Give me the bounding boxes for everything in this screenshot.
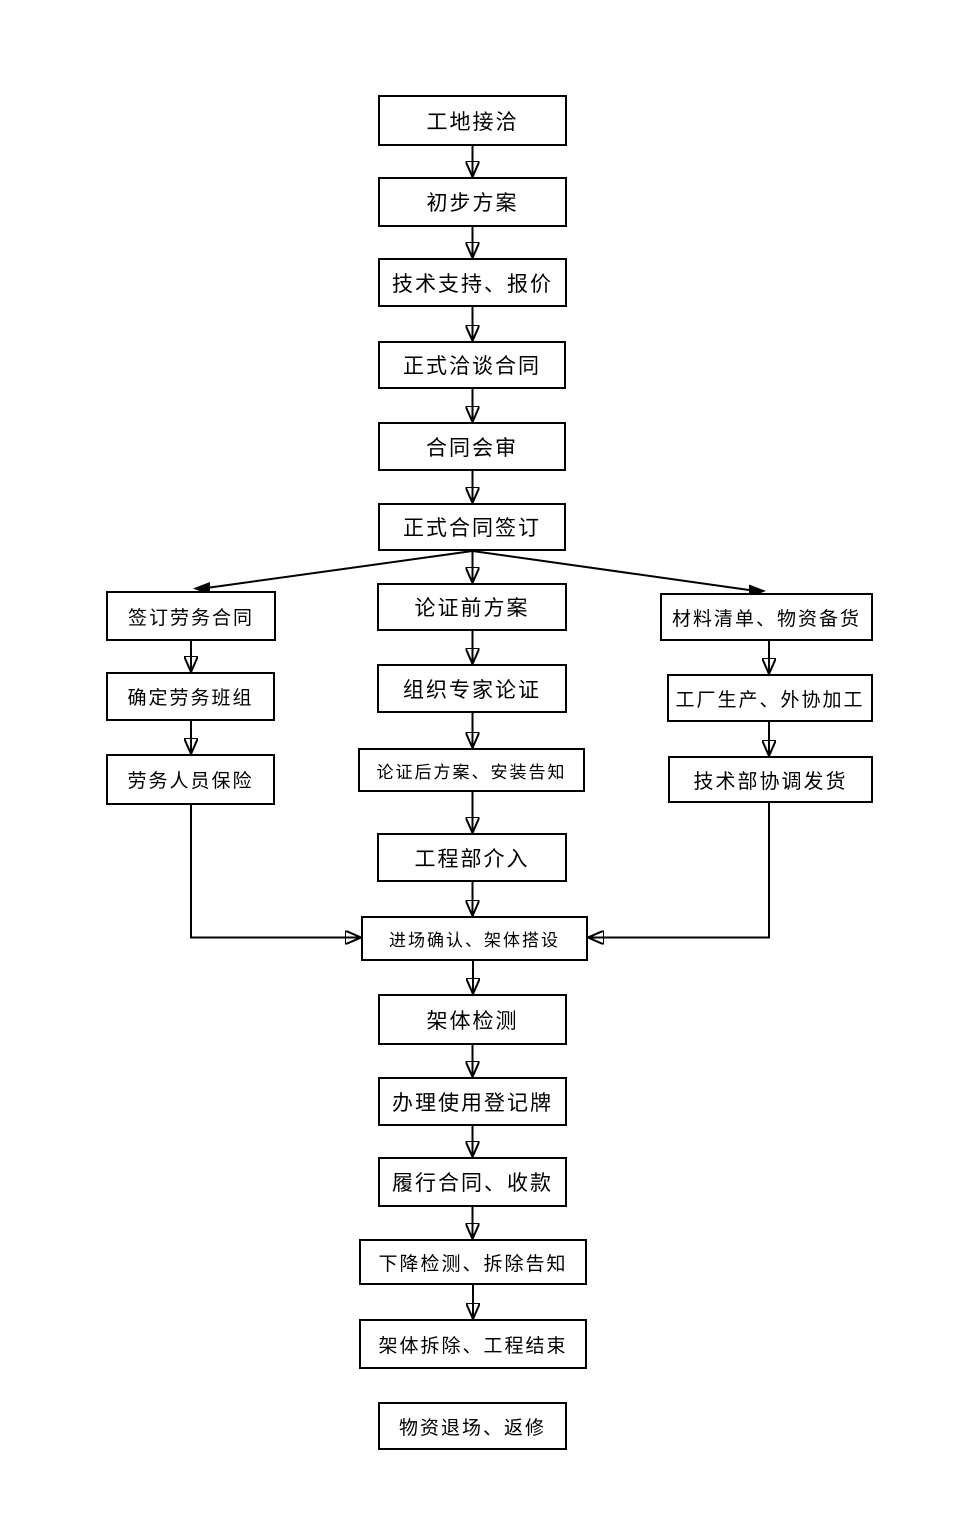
flow-node-16: 技术部协调发货 — [668, 756, 873, 803]
flow-node-13: 工程部介入 — [377, 833, 567, 882]
flow-node-03: 技术支持、报价 — [378, 258, 567, 307]
flow-node-04: 正式洽谈合同 — [378, 341, 566, 389]
flow-node-12: 论证后方案、安装告知 — [358, 748, 585, 792]
flow-node-17: 进场确认、架体搭设 — [361, 916, 588, 961]
flow-node-15: 工厂生产、外协加工 — [667, 674, 873, 722]
flow-node-01: 工地接洽 — [378, 95, 567, 146]
flow-node-19: 办理使用登记牌 — [378, 1077, 567, 1126]
flow-node-21: 下降检测、拆除告知 — [359, 1239, 587, 1285]
flow-node-08: 确定劳务班组 — [106, 672, 275, 721]
flow-node-22: 架体拆除、工程结束 — [359, 1319, 587, 1369]
flow-node-05: 合同会审 — [378, 422, 566, 471]
flow-node-06: 正式合同签订 — [378, 503, 566, 551]
flow-node-10: 论证前方案 — [377, 583, 567, 631]
arrow-n16-n17 — [588, 803, 770, 938]
flow-node-02: 初步方案 — [378, 177, 567, 227]
flow-node-18: 架体检测 — [378, 994, 567, 1045]
flow-node-07: 签订劳务合同 — [106, 591, 276, 641]
flow-node-23: 物资退场、返修 — [378, 1402, 567, 1450]
flow-node-11: 组织专家论证 — [377, 664, 567, 713]
flow-node-20: 履行合同、收款 — [378, 1157, 567, 1207]
arrow-n06-n14-line — [472, 550, 750, 591]
arrow-n09-n17 — [190, 805, 361, 938]
flow-node-14: 材料清单、物资备货 — [660, 593, 873, 641]
arrow-n06-n07-line — [209, 550, 473, 589]
flow-node-09: 劳务人员保险 — [106, 754, 275, 805]
